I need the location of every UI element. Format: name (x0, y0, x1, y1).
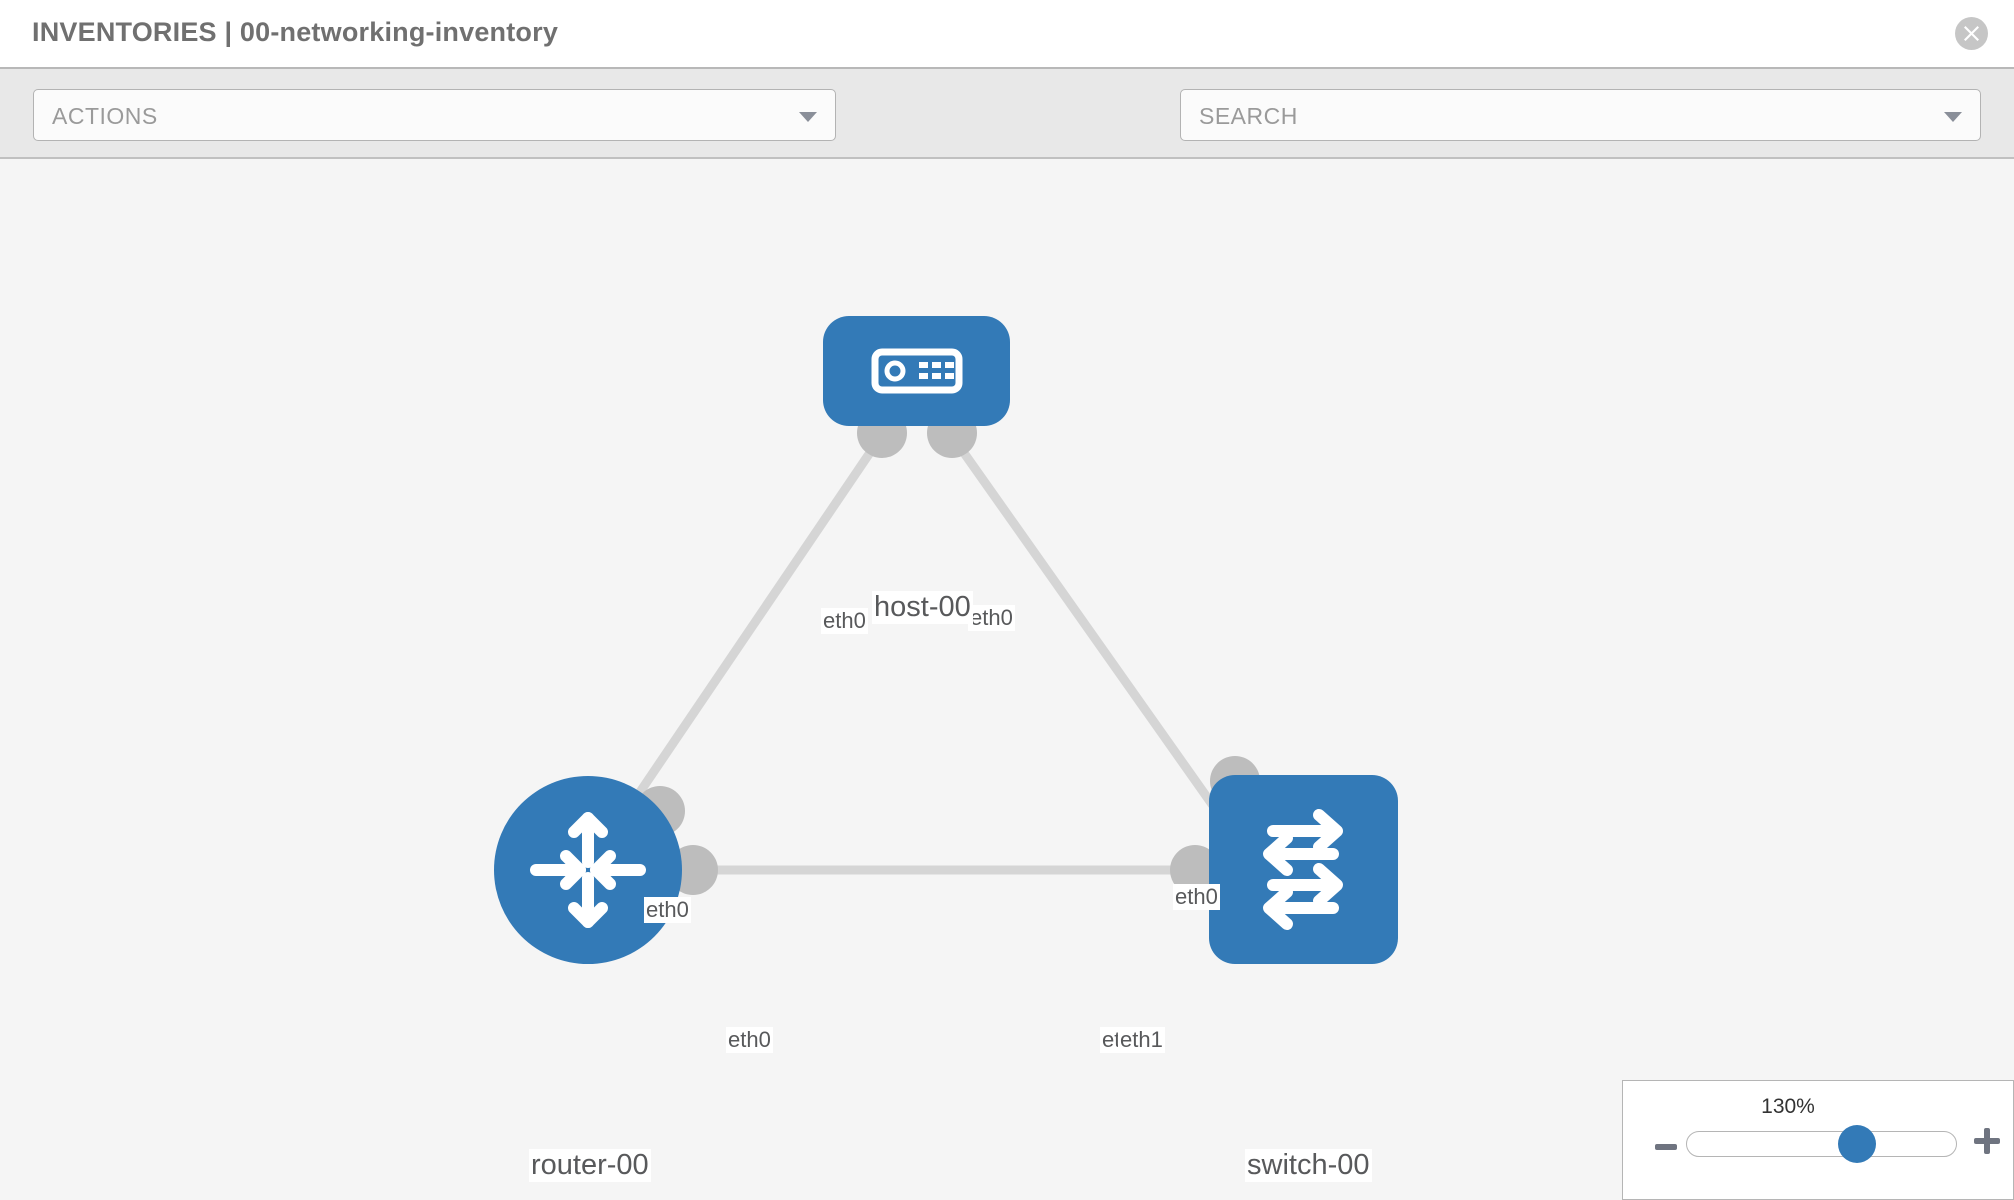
link-host-switch (941, 423, 1249, 854)
actions-dropdown-label: ACTIONS (52, 103, 158, 129)
zoom-level-value: 130% (1761, 1095, 1815, 1118)
zoom-out-button[interactable] (1653, 1134, 1679, 1165)
node-switch-00[interactable] (1209, 775, 1398, 964)
iface-label-router-eth0: eth0 (644, 897, 691, 923)
chevron-down-icon (799, 112, 817, 122)
search-placeholder: SEARCH (1199, 103, 1298, 129)
link-host-router (596, 423, 892, 854)
close-icon[interactable] (1955, 17, 1988, 50)
search-input[interactable]: SEARCH (1180, 89, 1981, 141)
iface-label-switch-eth0: eth0 (1173, 884, 1220, 910)
node-router-00[interactable] (494, 776, 682, 964)
page-header: INVENTORIES | 00-networking-inventory (0, 0, 2014, 69)
page-title: INVENTORIES | 00-networking-inventory (32, 17, 559, 47)
actions-dropdown[interactable]: ACTIONS (33, 89, 836, 141)
iface-label-host-eth0-left: eth0 (821, 608, 868, 634)
node-label-host-00: host-00 (872, 591, 973, 624)
zoom-slider-handle[interactable] (1838, 1125, 1876, 1163)
topology-canvas[interactable]: eth0 eth0 eth0 eth0 eth0 eth0 eth1 host-… (0, 161, 2014, 1200)
node-host-00[interactable] (823, 316, 1010, 426)
iface-label-switch-link-eth1: eth1 (1118, 1027, 1165, 1053)
iface-label-router-link-eth0: eth0 (726, 1027, 773, 1053)
iface-label-host-eth0-right: eth0 (968, 605, 1015, 631)
toolbar: ACTIONS SEARCH (0, 69, 2014, 207)
node-label-router-00: router-00 (529, 1149, 651, 1182)
zoom-slider-track[interactable] (1686, 1131, 1957, 1157)
endpoint-switch-link (1170, 845, 1220, 895)
zoom-in-button[interactable] (1971, 1125, 2003, 1162)
chevron-down-icon[interactable] (1944, 112, 1962, 122)
node-label-switch-00: switch-00 (1245, 1149, 1372, 1182)
